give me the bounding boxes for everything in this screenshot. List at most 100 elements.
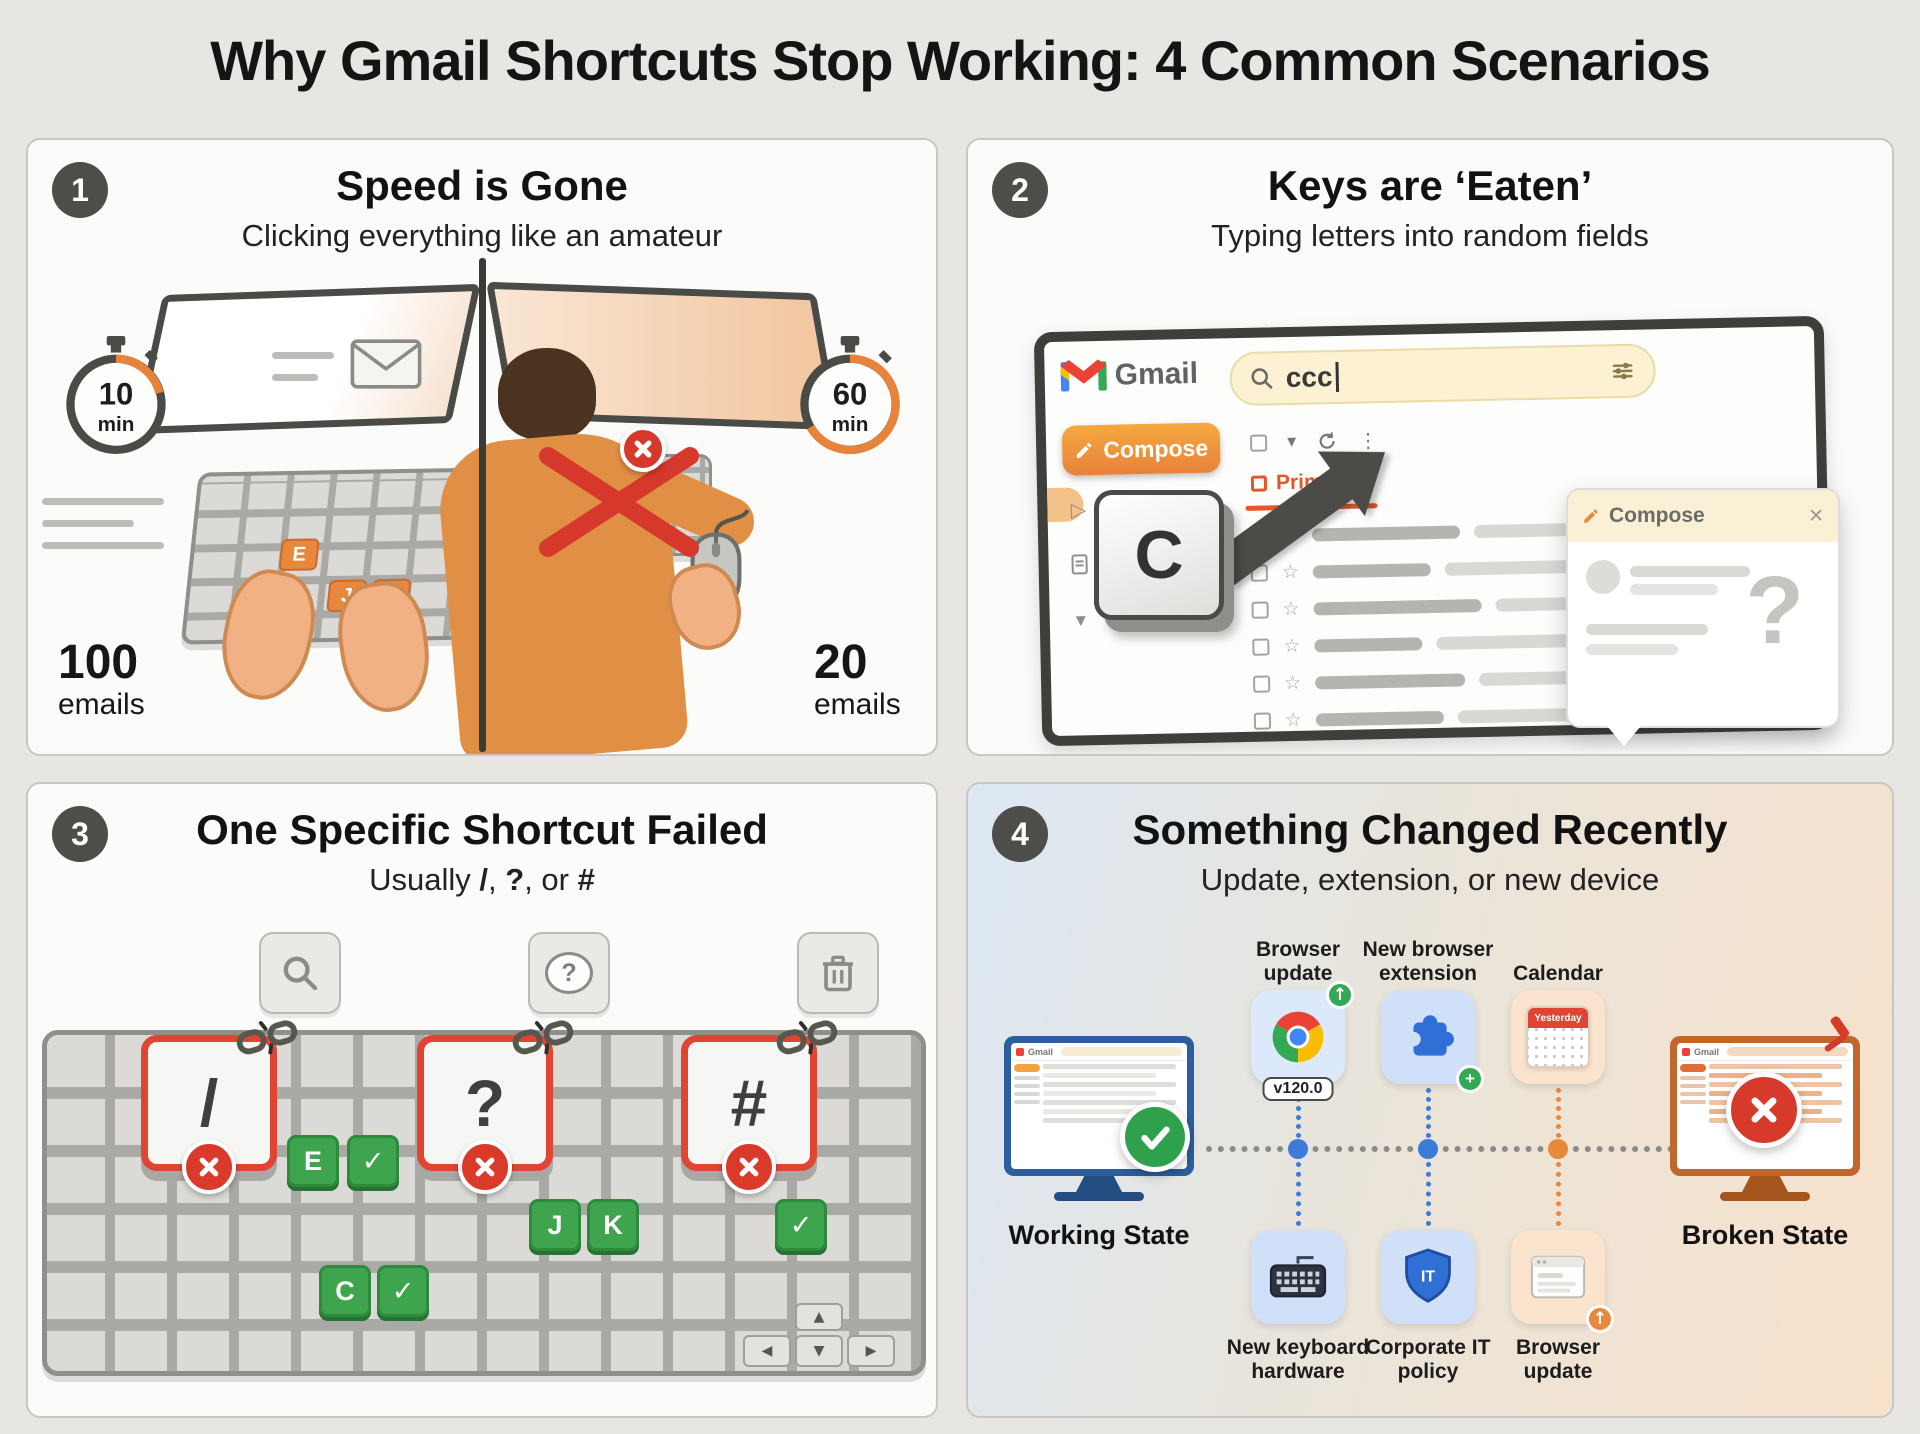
broken-key-glyph: / (199, 1066, 219, 1140)
connector (1556, 1162, 1561, 1226)
mini-bar (1014, 1076, 1040, 1080)
error-x-badge (182, 1140, 236, 1194)
panel4-title: Something Changed Recently (1132, 806, 1728, 853)
mini-gmail-brand: Gmail (1028, 1046, 1054, 1057)
pencil-icon (1076, 442, 1092, 458)
trash-icon (823, 955, 853, 992)
list-toolbar: ▾ ⋮ (1249, 428, 1378, 454)
connector (1426, 1162, 1431, 1226)
timeline-node (1288, 1139, 1308, 1159)
working-key-j: J (529, 1199, 581, 1251)
mini-bar (1014, 1084, 1040, 1088)
search-bar[interactable]: ccc (1229, 343, 1657, 407)
mini-bar (1014, 1100, 1040, 1104)
split-divider (479, 258, 486, 752)
sender-bar (1315, 672, 1466, 689)
caret-down-icon[interactable]: ▾ (1286, 430, 1297, 453)
broken-key-slash: / (141, 1020, 298, 1194)
browser-update-card: ↑ v120.0 (1251, 981, 1354, 1101)
check-key: ✓ (775, 1199, 827, 1251)
arrow-down-key: ▼ (795, 1335, 843, 1367)
broken-key-glyph: ? (464, 1066, 506, 1140)
cause-label-it-policy: Corporate IT policy (1365, 1336, 1491, 1384)
panel3-number-badge: 3 (52, 806, 108, 862)
keyboard-large: / ? (42, 1020, 926, 1376)
popup-tail (1602, 720, 1646, 754)
arrow-right-key: ▶ (847, 1335, 895, 1367)
motion-line (272, 374, 318, 381)
extension-card: + (1381, 990, 1484, 1093)
popup-bar (1630, 584, 1718, 595)
update-arrow-badge: ↑ (1326, 981, 1354, 1009)
sender-bar (1313, 598, 1482, 616)
search-callout (259, 932, 341, 1014)
compose-label: Compose (1103, 434, 1209, 463)
search-icon (283, 956, 318, 991)
working-state-label: Working State (1008, 1220, 1190, 1250)
document-icon[interactable] (1070, 553, 1088, 575)
mini-bar (1043, 1109, 1156, 1114)
keyboard-icon (1269, 1256, 1327, 1298)
stopwatch-fast: 10 min (66, 336, 166, 454)
row-checkbox[interactable] (1253, 711, 1272, 730)
row-checkbox[interactable] (1252, 674, 1271, 693)
fast-count-number: 100 (58, 636, 139, 689)
x-icon (739, 1157, 759, 1177)
mini-bar (1680, 1100, 1706, 1104)
calendar-day-label: Yesterday (1528, 1008, 1588, 1028)
working-key-e: E (287, 1135, 339, 1187)
gmail-logo (1060, 359, 1107, 392)
mini-bar (1709, 1064, 1842, 1069)
mini-bar (1043, 1082, 1176, 1087)
stopwatch-slow: 60 min (800, 336, 900, 454)
broken-chain-icon (776, 1020, 838, 1055)
refresh-icon[interactable] (1316, 430, 1338, 452)
star-icon[interactable]: ☆ (1282, 597, 1300, 620)
send-icon[interactable]: ▷ (1070, 497, 1087, 522)
popup-bar (1630, 566, 1750, 577)
row-checkbox[interactable] (1251, 600, 1269, 619)
star-icon[interactable]: ☆ (1284, 708, 1303, 731)
speed-lines (42, 498, 164, 564)
chevron-down-icon[interactable]: ▾ (1075, 607, 1087, 632)
compose-button[interactable]: Compose (1061, 422, 1221, 476)
row-checkbox[interactable] (1252, 637, 1270, 656)
sender-bar (1314, 636, 1423, 653)
calendar-grid (1528, 1028, 1588, 1066)
panel1-scene: 10 min E J K 100 emails (28, 140, 936, 754)
mini-compose-pill (1014, 1064, 1040, 1072)
check-key: ✓ (377, 1265, 429, 1317)
key-e: E (278, 538, 320, 572)
trash-callout (797, 932, 879, 1014)
broken-key-hash: # (681, 1020, 838, 1194)
mini-search-bar (1727, 1047, 1848, 1056)
select-all-checkbox[interactable] (1249, 433, 1268, 452)
envelope-icon (350, 339, 422, 389)
mini-bar (1680, 1092, 1706, 1096)
star-icon[interactable]: ☆ (1283, 671, 1302, 694)
page-title: Why Gmail Shortcuts Stop Working: 4 Comm… (210, 29, 1711, 92)
version-badge: v120.0 (1262, 1077, 1334, 1101)
keyboard-hardware-card (1251, 1230, 1345, 1324)
connector (1296, 1162, 1301, 1226)
mini-gmail-header: Gmail (1677, 1043, 1853, 1061)
cause-label-browser-update-2: Browser update (1515, 1336, 1601, 1384)
mini-bar (1043, 1091, 1156, 1096)
star-icon[interactable]: ☆ (1283, 634, 1301, 657)
calendar-icon: Yesterday (1526, 1006, 1590, 1068)
shield-it-label: IT (1421, 1269, 1435, 1286)
compose-popup-title: Compose (1609, 504, 1705, 527)
gmail-brand: Gmail (1114, 356, 1199, 392)
subtitle-key-hash: # (577, 862, 595, 897)
mini-email-list (1043, 1064, 1184, 1127)
mini-bar (1680, 1084, 1706, 1088)
speed-line (42, 542, 164, 549)
monitor-base (1720, 1192, 1810, 1201)
x-icon (634, 440, 652, 458)
panel1-title: Speed is Gone (336, 162, 628, 209)
sender-bar (1312, 562, 1431, 579)
filter-icon[interactable] (1609, 358, 1636, 385)
close-icon[interactable]: ✕ (1808, 504, 1824, 527)
slow-count: 20 emails (814, 637, 901, 722)
